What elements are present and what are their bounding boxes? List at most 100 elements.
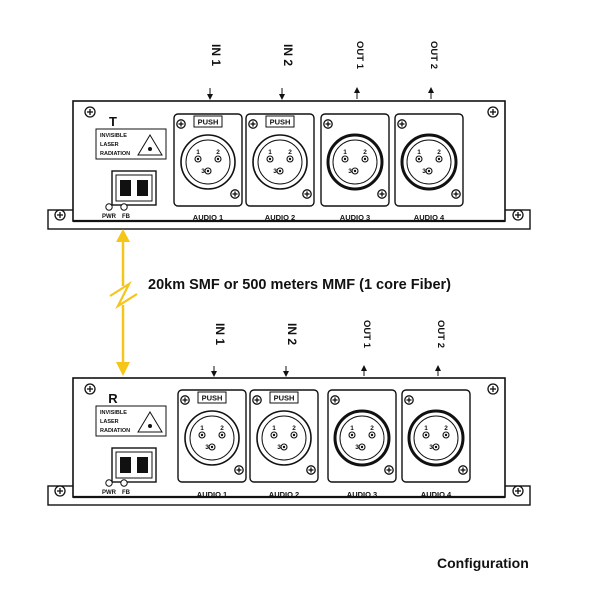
- fiber-port: [111, 170, 157, 206]
- fb-led-icon: [120, 479, 128, 487]
- xlr-pin-label: 3: [273, 168, 277, 175]
- xlr-pin-label: 3: [348, 168, 352, 175]
- xlr-inner-ring: [406, 139, 452, 185]
- xlr-pin-center: [427, 169, 431, 173]
- unit-letter: R: [108, 391, 118, 406]
- xlr-pin-label: 1: [272, 425, 276, 432]
- signal-label: IN 1: [213, 323, 227, 345]
- xlr-screw-bottom-right: [458, 465, 468, 475]
- signal-arrow-in-icon: [283, 371, 289, 377]
- signal-arrow-out-icon: [354, 87, 360, 93]
- fiber-port-slot-right: [137, 180, 148, 196]
- xlr-pin-label: 3: [422, 168, 426, 175]
- push-latch-label: PUSH: [270, 118, 291, 127]
- xlr-pin-label: 3: [277, 444, 281, 451]
- laser-warning-text: LASER: [100, 419, 119, 425]
- panel-screw-top-right: [487, 383, 499, 395]
- xlr-pin-label: 1: [417, 149, 421, 156]
- xlr-pin-center: [220, 433, 224, 437]
- xlr-inner-ring: [339, 415, 385, 461]
- xlr-pin-label: 2: [437, 149, 441, 156]
- xlr-port-label: AUDIO 4: [421, 490, 452, 499]
- xlr-pin-label: 1: [350, 425, 354, 432]
- laser-warning-text: RADIATION: [100, 151, 130, 157]
- fiber-link: [109, 229, 138, 376]
- xlr-pin-center: [437, 157, 441, 161]
- laser-warning-text: RADIATION: [100, 428, 130, 434]
- signal-label: OUT 1: [354, 41, 365, 70]
- xlr-screw-bottom-right: [451, 189, 461, 199]
- push-latch: [193, 115, 223, 128]
- xlr-pin-center: [282, 445, 286, 449]
- xlr-pin-label: 1: [268, 149, 272, 156]
- xlr-screw-bottom-right: [377, 189, 387, 199]
- xlr-port-label: AUDIO 1: [193, 213, 223, 222]
- xlr-pin-label: 2: [292, 425, 296, 432]
- xlr-screw-bottom-right: [302, 189, 312, 199]
- fiber-link-break: [109, 280, 138, 310]
- xlr-inner-ring: [189, 415, 235, 461]
- xlr-pin-center: [196, 157, 200, 161]
- xlr-inner-ring: [413, 415, 459, 461]
- laser-hazard-icon: [137, 134, 163, 156]
- xlr-pin-center: [353, 169, 357, 173]
- xlr-pin-center: [417, 157, 421, 161]
- xlr-port-label: AUDIO 2: [269, 490, 299, 499]
- signal-arrow-in-icon: [211, 371, 217, 377]
- xlr-pin-center: [288, 157, 292, 161]
- signal-label: IN 2: [281, 44, 295, 66]
- signal-label: OUT 2: [435, 320, 446, 348]
- fiber-port-slot-left: [120, 457, 131, 473]
- xlr-screw-bottom-right: [306, 465, 316, 475]
- xlr-pin-center: [278, 169, 282, 173]
- push-latch: [197, 391, 227, 404]
- signal-label: OUT 1: [361, 320, 372, 349]
- diagram-caption: Configuration: [437, 555, 529, 571]
- unit-letter: T: [109, 114, 117, 129]
- xlr-pin-center: [363, 157, 367, 161]
- signal-arrow-out-icon: [361, 365, 367, 371]
- xlr-pin-center: [343, 157, 347, 161]
- panel-screw-top-right: [487, 106, 499, 118]
- xlr-pin-label: 1: [343, 149, 347, 156]
- xlr-screw-top-left: [252, 395, 262, 405]
- xlr-screw-top-left: [180, 395, 190, 405]
- laser-hazard-icon-dot: [148, 424, 152, 428]
- fb-led-icon: [120, 203, 128, 211]
- push-latch: [269, 391, 299, 404]
- xlr-pin-label: 3: [355, 444, 359, 451]
- xlr-pin-center: [292, 433, 296, 437]
- xlr-pin-center: [360, 445, 364, 449]
- flange-screw-left: [54, 485, 66, 497]
- xlr-pin-label: 2: [444, 425, 448, 432]
- xlr-pin-center: [350, 433, 354, 437]
- xlr-pin-label: 3: [205, 444, 209, 451]
- xlr-pin-label: 1: [424, 425, 428, 432]
- xlr-pin-center: [210, 445, 214, 449]
- xlr-pin-label: 1: [200, 425, 204, 432]
- pwr-led-label: PWR: [102, 490, 117, 496]
- xlr-pin-label: 2: [363, 149, 367, 156]
- xlr-pin-center: [434, 445, 438, 449]
- xlr-screw-bottom-right: [384, 465, 394, 475]
- panel-screw-top-left: [84, 383, 96, 395]
- pwr-led-icon: [105, 479, 113, 487]
- xlr-inner-ring: [261, 415, 307, 461]
- push-latch-label: PUSH: [274, 394, 295, 403]
- xlr-pin-label: 3: [429, 444, 433, 451]
- xlr-pin-label: 2: [288, 149, 292, 156]
- xlr-port-label: AUDIO 3: [347, 490, 377, 499]
- fb-led-label: FB: [122, 490, 131, 496]
- push-latch: [265, 115, 295, 128]
- xlr-screw-top-left: [330, 395, 340, 405]
- xlr-port-label: AUDIO 2: [265, 213, 295, 222]
- xlr-pin-label: 3: [201, 168, 205, 175]
- laser-hazard-icon-dot: [148, 147, 152, 151]
